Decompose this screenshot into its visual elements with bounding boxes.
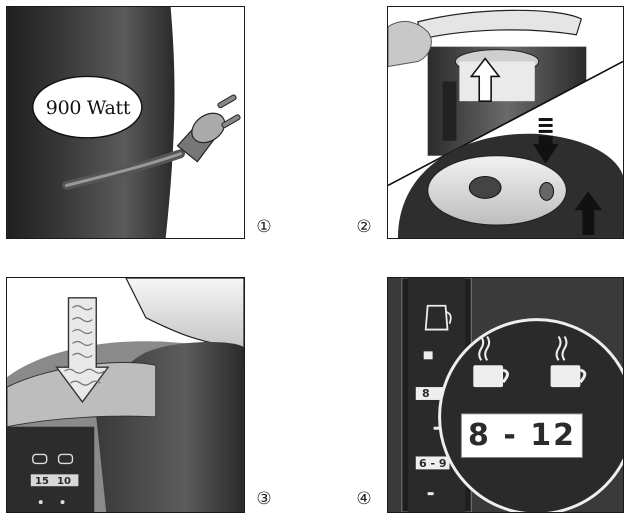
lid-release-button	[539, 181, 555, 201]
arrow-up-icon	[574, 191, 603, 236]
water-tank-fill-illustration	[7, 278, 244, 512]
jug-icon	[424, 304, 452, 331]
step-number-1: ①	[256, 217, 272, 237]
cup-icon	[473, 335, 509, 388]
arrow-up-icon	[469, 57, 501, 102]
step-number-2: ②	[356, 217, 372, 237]
open-lid	[417, 9, 583, 40]
large-range-label: 8 - 12	[468, 418, 576, 453]
strip-range-6-9	[415, 456, 450, 470]
power-rating-label: 900 Watt	[45, 97, 131, 119]
step-number-4: ④	[356, 489, 372, 509]
side-display-strip	[442, 81, 457, 141]
open-lid	[125, 278, 244, 349]
open-lid-illustration	[388, 9, 623, 238]
watt-bubble	[32, 75, 143, 139]
cup-scale-10: 10	[57, 476, 71, 487]
indicator-light	[32, 453, 48, 465]
cup-scale-magnified-illustration	[388, 278, 623, 512]
cup-scale-box	[30, 474, 79, 487]
small-cup-icon	[423, 351, 433, 360]
large-range-box	[460, 413, 583, 458]
power-plug	[176, 94, 241, 163]
panel-step-4-cup-scale: 8 6 - 9 8 - 12	[387, 277, 624, 513]
arrow-down-icon	[532, 118, 559, 164]
cup-icon	[550, 335, 587, 388]
step-number-3: ③	[256, 489, 272, 509]
water-arrow-icon	[55, 297, 110, 404]
panel-step-3-water-fill: 15 10	[6, 277, 245, 513]
panel-step-1-power: 900 Watt	[6, 6, 245, 239]
strip-range-label-8: 8	[422, 387, 430, 400]
panel-step-2-open-lid	[387, 6, 624, 239]
cup-scale-15: 15	[35, 476, 49, 487]
indicator-light	[57, 453, 74, 465]
hand-left	[388, 20, 432, 67]
display-panel	[7, 426, 95, 512]
strip-range-label-6-9: 6 - 9	[419, 457, 447, 470]
machine-with-plug-illustration	[7, 7, 241, 238]
